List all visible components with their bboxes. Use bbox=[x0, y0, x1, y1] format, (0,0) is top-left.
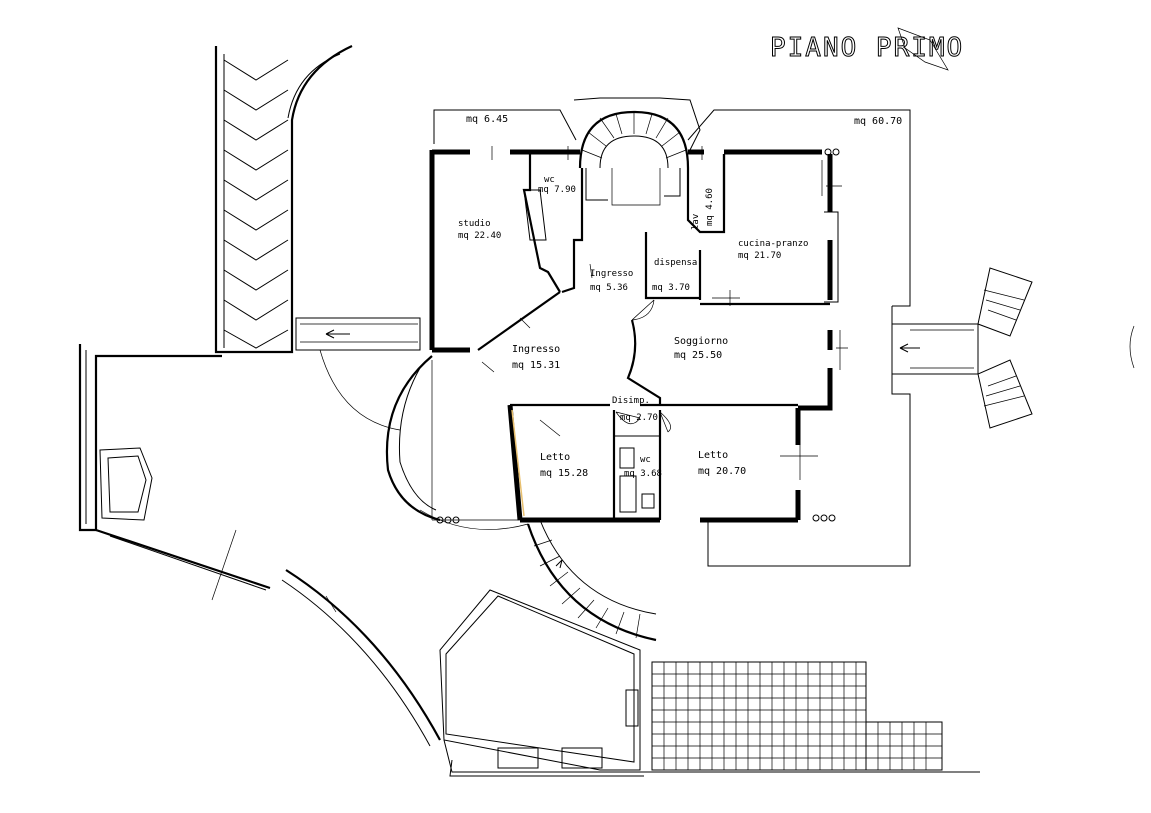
lav-area: mq 4.60 bbox=[705, 188, 715, 226]
studio-label: studio bbox=[458, 219, 491, 229]
ingresso-label: Ingresso bbox=[512, 344, 560, 355]
dispensa-area: mq 3.70 bbox=[652, 283, 690, 293]
terrace-right-area: mq 60.70 bbox=[854, 116, 902, 127]
wc-label: wc bbox=[544, 175, 555, 185]
curved-entry bbox=[319, 349, 529, 530]
letto2-label: Letto bbox=[698, 450, 728, 461]
plan-title: PIANO PRIMO bbox=[770, 33, 964, 63]
lav-label: lav bbox=[691, 214, 701, 230]
wc-area: mq 7.90 bbox=[538, 185, 576, 195]
spiral-stair bbox=[573, 97, 701, 206]
garden bbox=[439, 589, 641, 771]
soggiorno-area: mq 25.50 bbox=[674, 350, 722, 361]
stairs-left bbox=[295, 317, 421, 351]
title-scribble bbox=[897, 27, 949, 71]
ingresso-small-label: Ingresso bbox=[590, 269, 633, 279]
ingresso-small-area: mq 5.36 bbox=[590, 283, 628, 293]
window-marks bbox=[481, 146, 848, 522]
deck bbox=[640, 661, 980, 773]
stairs-right bbox=[891, 267, 1135, 429]
letto1-label: Letto bbox=[540, 452, 570, 463]
house-walls bbox=[429, 149, 833, 523]
cucina-label: cucina-pranzo bbox=[738, 239, 808, 249]
studio-area: mq 22.40 bbox=[458, 231, 501, 241]
ingresso-area: mq 15.31 bbox=[512, 360, 560, 371]
terrace-left bbox=[78, 344, 644, 777]
terrace-top bbox=[433, 109, 911, 567]
lower-stairs bbox=[526, 519, 657, 642]
disimp-area: mq 2.70 bbox=[620, 413, 658, 423]
soggiorno-label: Soggiorno bbox=[674, 336, 728, 347]
letto2-area: mq 20.70 bbox=[698, 466, 746, 477]
terrace-left-area: mq 6.45 bbox=[466, 114, 508, 125]
letto1-area: mq 15.28 bbox=[540, 468, 588, 479]
doors bbox=[539, 299, 671, 437]
cucina-area: mq 21.70 bbox=[738, 251, 781, 261]
dispensa-label: dispensa bbox=[654, 258, 697, 268]
wc2-area: mq 3.68 bbox=[624, 469, 662, 479]
interior-walls bbox=[477, 152, 839, 520]
wc2-label: wc bbox=[640, 455, 651, 465]
ramp-left bbox=[214, 45, 353, 354]
disimp-label: Disimp. bbox=[612, 396, 650, 406]
